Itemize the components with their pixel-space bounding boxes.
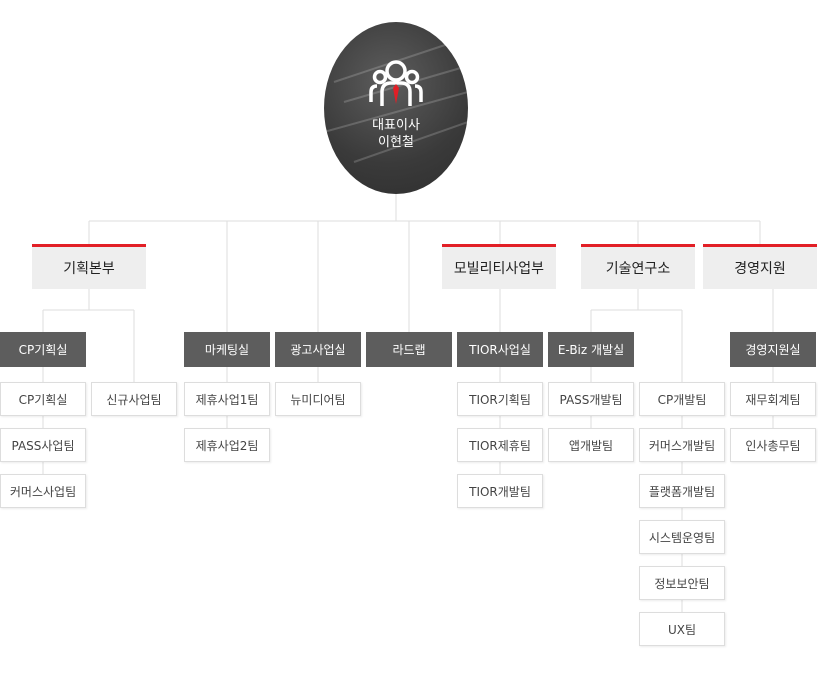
division-management: 경영지원 <box>703 244 817 289</box>
division-rnd: 기술연구소 <box>581 244 695 289</box>
team-new-business: 신규사업팀 <box>91 382 177 416</box>
dept-ebiz-dev: E-Biz 개발실 <box>548 332 634 367</box>
team-hr-general-affairs: 인사총무팀 <box>730 428 816 462</box>
division-mobility: 모빌리티사업부 <box>442 244 556 289</box>
team-system-ops: 시스템운영팀 <box>639 520 725 554</box>
dept-advertising: 광고사업실 <box>275 332 361 367</box>
dept-marketing: 마케팅실 <box>184 332 270 367</box>
team-tior-dev: TIOR개발팀 <box>457 474 543 508</box>
dept-lab: 라드랩 <box>366 332 452 367</box>
dept-management-support: 경영지원실 <box>730 332 816 367</box>
tie-icon <box>393 84 399 104</box>
team-platform-dev: 플랫폼개발팀 <box>639 474 725 508</box>
division-planning: 기획본부 <box>32 244 146 289</box>
team-partnership-1: 제휴사업1팀 <box>184 382 270 416</box>
team-security: 정보보안팀 <box>639 566 725 600</box>
team-cp-planning: CP기획실 <box>0 382 86 416</box>
team-finance-accounting: 재무회계팀 <box>730 382 816 416</box>
team-pass-business: PASS사업팀 <box>0 428 86 462</box>
person-group-icon <box>369 60 423 106</box>
team-app-dev: 앱개발팀 <box>548 428 634 462</box>
team-ux: UX팀 <box>639 612 725 646</box>
ceo-title: 대표이사 <box>372 118 420 133</box>
team-cp-dev: CP개발팀 <box>639 382 725 416</box>
team-new-media: 뉴미디어팀 <box>275 382 361 416</box>
team-pass-dev: PASS개발팀 <box>548 382 634 416</box>
team-commerce-dev: 커머스개발팀 <box>639 428 725 462</box>
ceo-name: 이현철 <box>378 135 414 150</box>
dept-cp-planning: CP기획실 <box>0 332 86 367</box>
dept-tior: TIOR사업실 <box>457 332 543 367</box>
ceo-node: 대표이사 이현철 <box>324 22 468 194</box>
team-tior-partnership: TIOR제휴팀 <box>457 428 543 462</box>
team-partnership-2: 제휴사업2팀 <box>184 428 270 462</box>
team-commerce-business: 커머스사업팀 <box>0 474 86 508</box>
team-tior-planning: TIOR기획팀 <box>457 382 543 416</box>
